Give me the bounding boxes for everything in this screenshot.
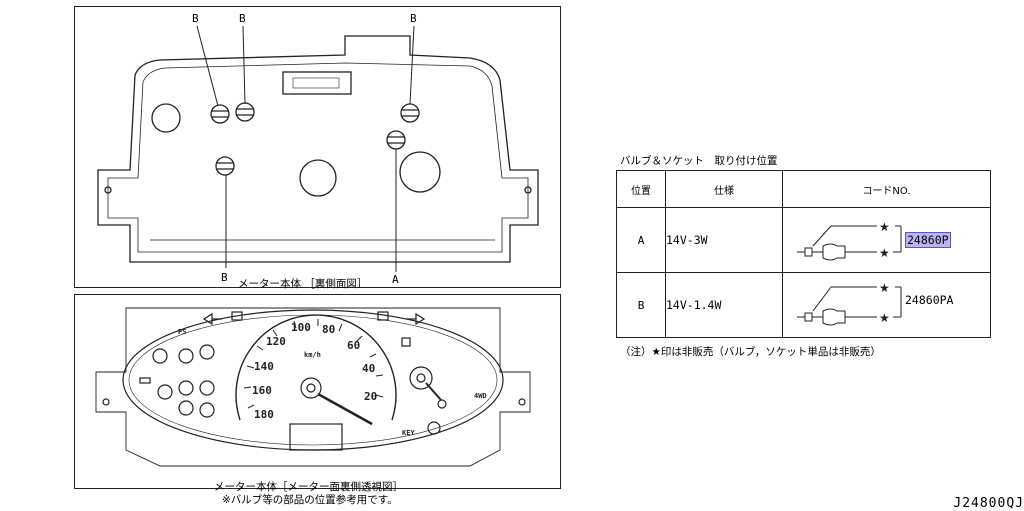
table-row: A 14V-3W: [616, 207, 991, 273]
svg-text:★: ★: [879, 246, 890, 260]
bulb-socket-table: 位置 仕様 コードNO. A 14V-3W: [616, 170, 991, 338]
table-title: バルブ＆ソケット 取り付け位置: [620, 155, 778, 167]
row-a-code-cell: ★ ★ 24860P: [782, 207, 991, 273]
dial-label-160: 160: [252, 384, 272, 397]
header-spec: 仕様: [665, 170, 783, 208]
header-code: コードNO.: [782, 170, 991, 208]
row-b-code-cell: ★ ★ 24860PA: [782, 272, 991, 338]
svg-text:★: ★: [879, 311, 890, 325]
4wd-label: 4WD: [474, 392, 487, 400]
label-b-bottom: B: [221, 271, 228, 284]
table-note: （注）★印は非販売（バルブ，ソケット単品は非販売）: [620, 346, 881, 358]
front-view-note: ※バルブ等の部品の位置参考用です。: [222, 494, 398, 506]
dial-label-80: 80: [322, 323, 335, 336]
row-a-position: A: [616, 207, 666, 273]
rear-view-caption: メーター本体 ［裏側面図］: [238, 278, 368, 290]
dial-label-140: 140: [254, 360, 274, 373]
bulb-socket-icon: ★ ★: [797, 281, 902, 326]
bulb-socket-b1: [210, 104, 230, 124]
label-b-1: B: [192, 12, 199, 25]
front-view-caption: メーター本体［メーター面裏側透視図］: [214, 481, 403, 493]
label-b-2: B: [239, 12, 246, 25]
svg-text:★: ★: [879, 220, 890, 234]
dial-label-20: 20: [364, 390, 377, 403]
rear-view-frame: [74, 6, 561, 288]
part-number: J24800QJ: [953, 496, 1024, 511]
dial-label-40: 40: [362, 362, 375, 375]
dial-label-120: 120: [266, 335, 286, 348]
code-24860pa: 24860PA: [905, 293, 954, 307]
label-a-bottom: A: [392, 273, 399, 286]
label-b-3: B: [410, 12, 417, 25]
row-b-spec: 14V-1.4W: [665, 272, 783, 338]
table-header-row: 位置 仕様 コードNO.: [616, 170, 991, 208]
bulb-socket-b4: [215, 156, 235, 176]
bulb-socket-icon: ★ ★: [797, 220, 902, 261]
header-position: 位置: [616, 170, 666, 208]
unit-label: km/h: [304, 351, 321, 359]
code-24860p: 24860P: [905, 232, 951, 248]
front-view-frame: [74, 294, 561, 489]
ps-label: PS: [178, 328, 186, 336]
svg-text:★: ★: [879, 281, 890, 295]
row-a-spec: 14V-3W: [665, 207, 783, 273]
dial-label-180: 180: [254, 408, 274, 421]
key-label: KEY: [402, 429, 415, 437]
dial-label-60: 60: [347, 339, 360, 352]
dial-label-100: 100: [291, 321, 311, 334]
table-row: B 14V-1.4W: [616, 272, 991, 338]
row-b-position: B: [616, 272, 666, 338]
